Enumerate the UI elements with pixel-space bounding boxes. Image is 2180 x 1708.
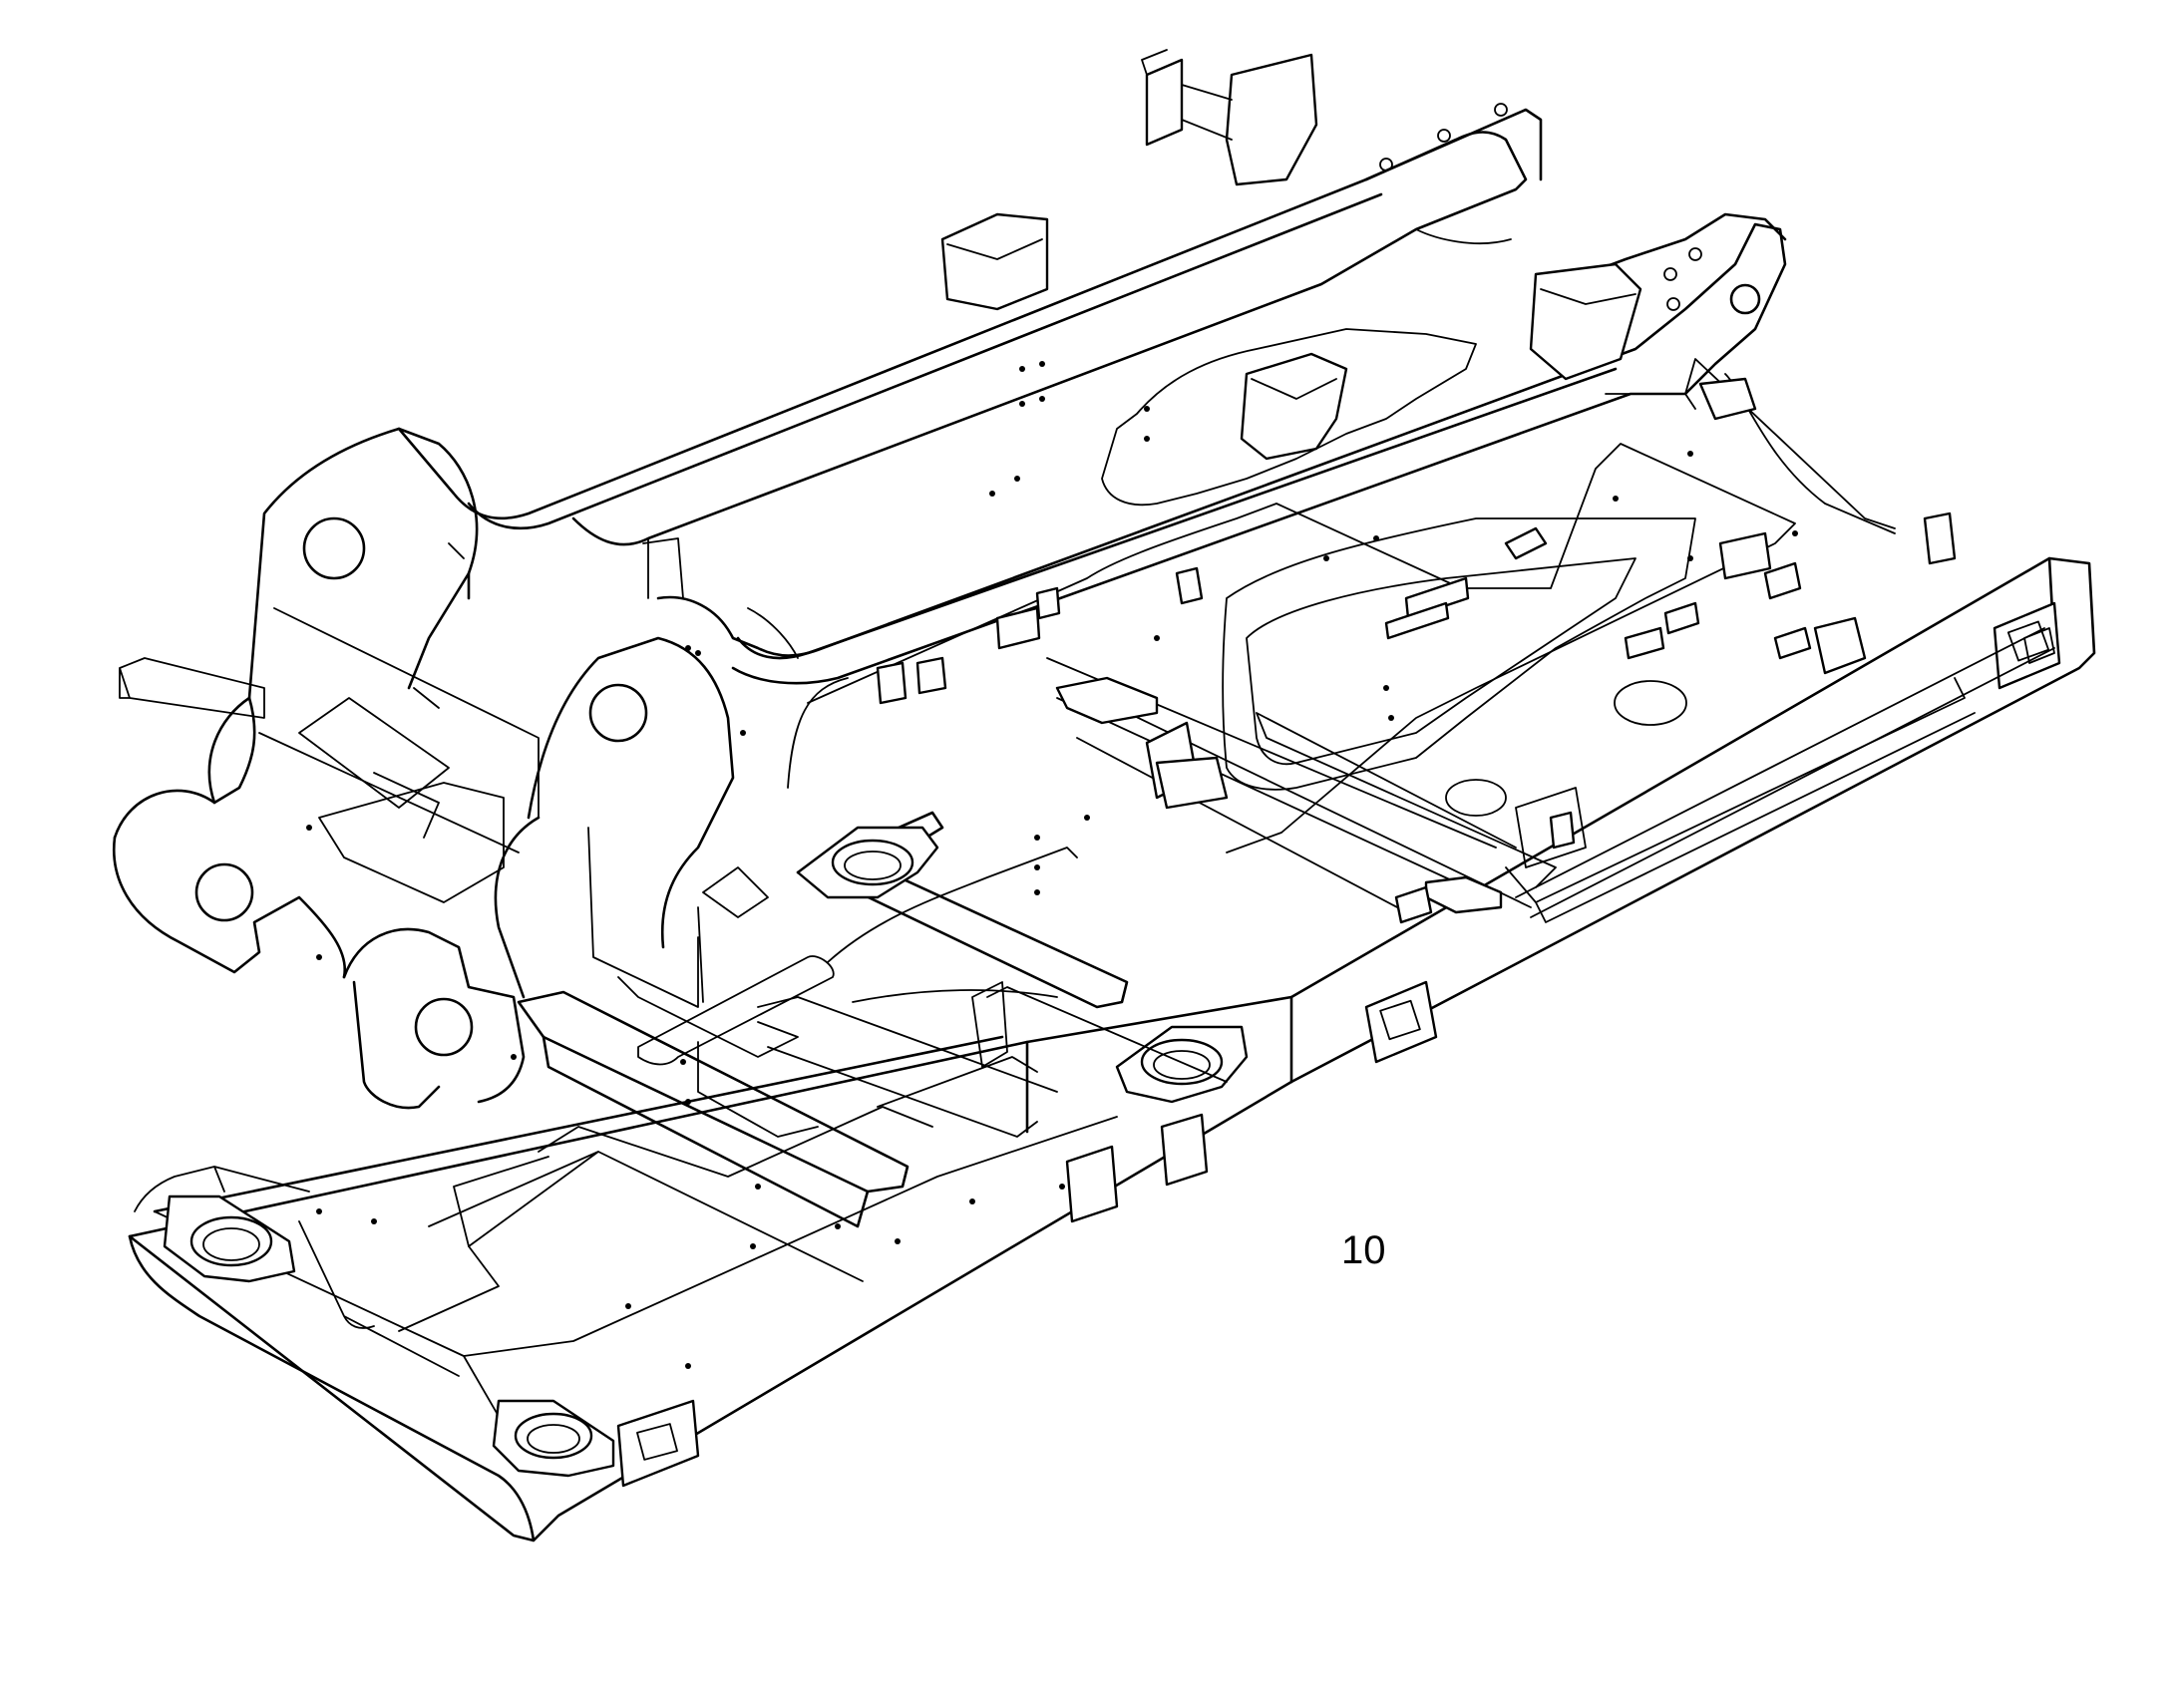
slab-mount-pads bbox=[163, 601, 2061, 1488]
deck-structure bbox=[538, 328, 2055, 1178]
side-beam-left bbox=[397, 103, 1543, 546]
fastener-holes bbox=[306, 361, 1798, 1369]
upper-brackets bbox=[876, 49, 2055, 924]
callout-label: 10 bbox=[1341, 1228, 1386, 1272]
front-cross-beam bbox=[517, 676, 1532, 1228]
boom-mount-towers bbox=[112, 427, 735, 1110]
